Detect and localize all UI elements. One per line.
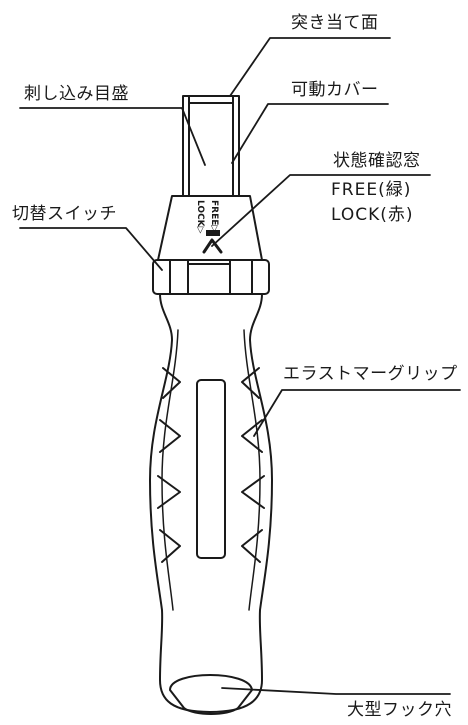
elastomer-grip-body [149,293,273,713]
label-lock-red: LOCK(赤) [331,205,414,225]
label-insertion-scale: 刺し込み目盛 [24,84,129,104]
label-free-green: FREE(緑) [331,180,412,200]
switch-ring [152,259,270,295]
label-hook-hole: 大型フック穴 [347,700,452,720]
leader-lines [19,37,461,695]
label-status-window: 状態確認窓 [333,151,421,171]
lock-marking: LOCK▷ [195,200,205,234]
label-switch: 切替スイッチ [12,204,117,224]
label-movable-cover: 可動カバー [291,80,379,100]
label-elastomer-grip: エラストマーグリップ [283,364,458,384]
label-contact-face: 突き当て面 [291,13,379,33]
free-marking: FREE▷ [209,200,219,232]
insertion-scale-block [182,95,240,197]
